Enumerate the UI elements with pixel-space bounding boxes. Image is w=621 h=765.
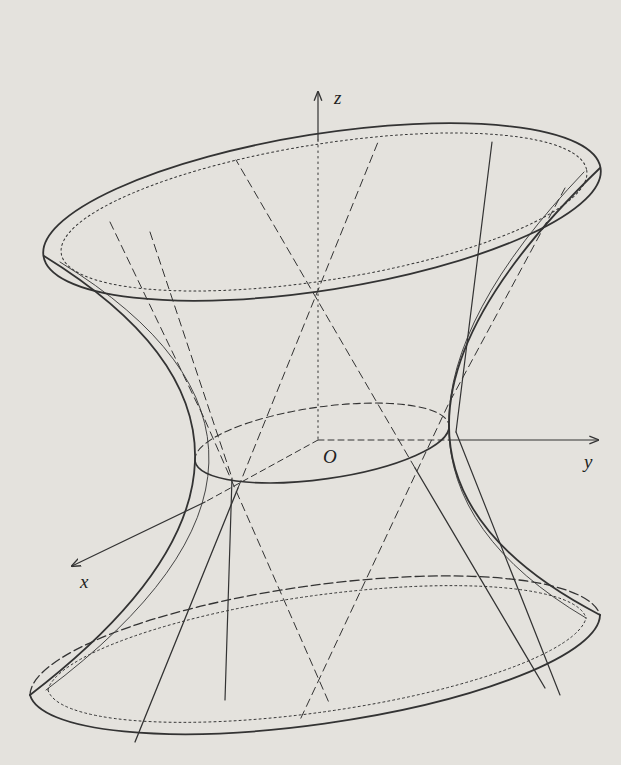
waist-ellipse-front <box>195 425 449 483</box>
top-inner-ellipse <box>51 103 598 321</box>
top-ellipse <box>31 91 612 333</box>
ruling-lines <box>110 142 565 742</box>
axis-label: z <box>334 88 341 107</box>
bottom-inner-ellipse-front <box>48 618 586 722</box>
axis-label: y <box>584 452 592 471</box>
right-profile-inner <box>448 172 586 618</box>
y-axis <box>449 439 598 440</box>
waist-ellipse-back <box>195 403 449 461</box>
axis-label: x <box>80 572 88 591</box>
bottom-ellipse-front <box>30 615 600 734</box>
left-profile <box>30 256 195 695</box>
right-profile <box>449 168 600 615</box>
y-axis-hidden <box>318 440 449 441</box>
left-profile-inner <box>46 262 209 690</box>
axis-label: O <box>323 447 337 466</box>
